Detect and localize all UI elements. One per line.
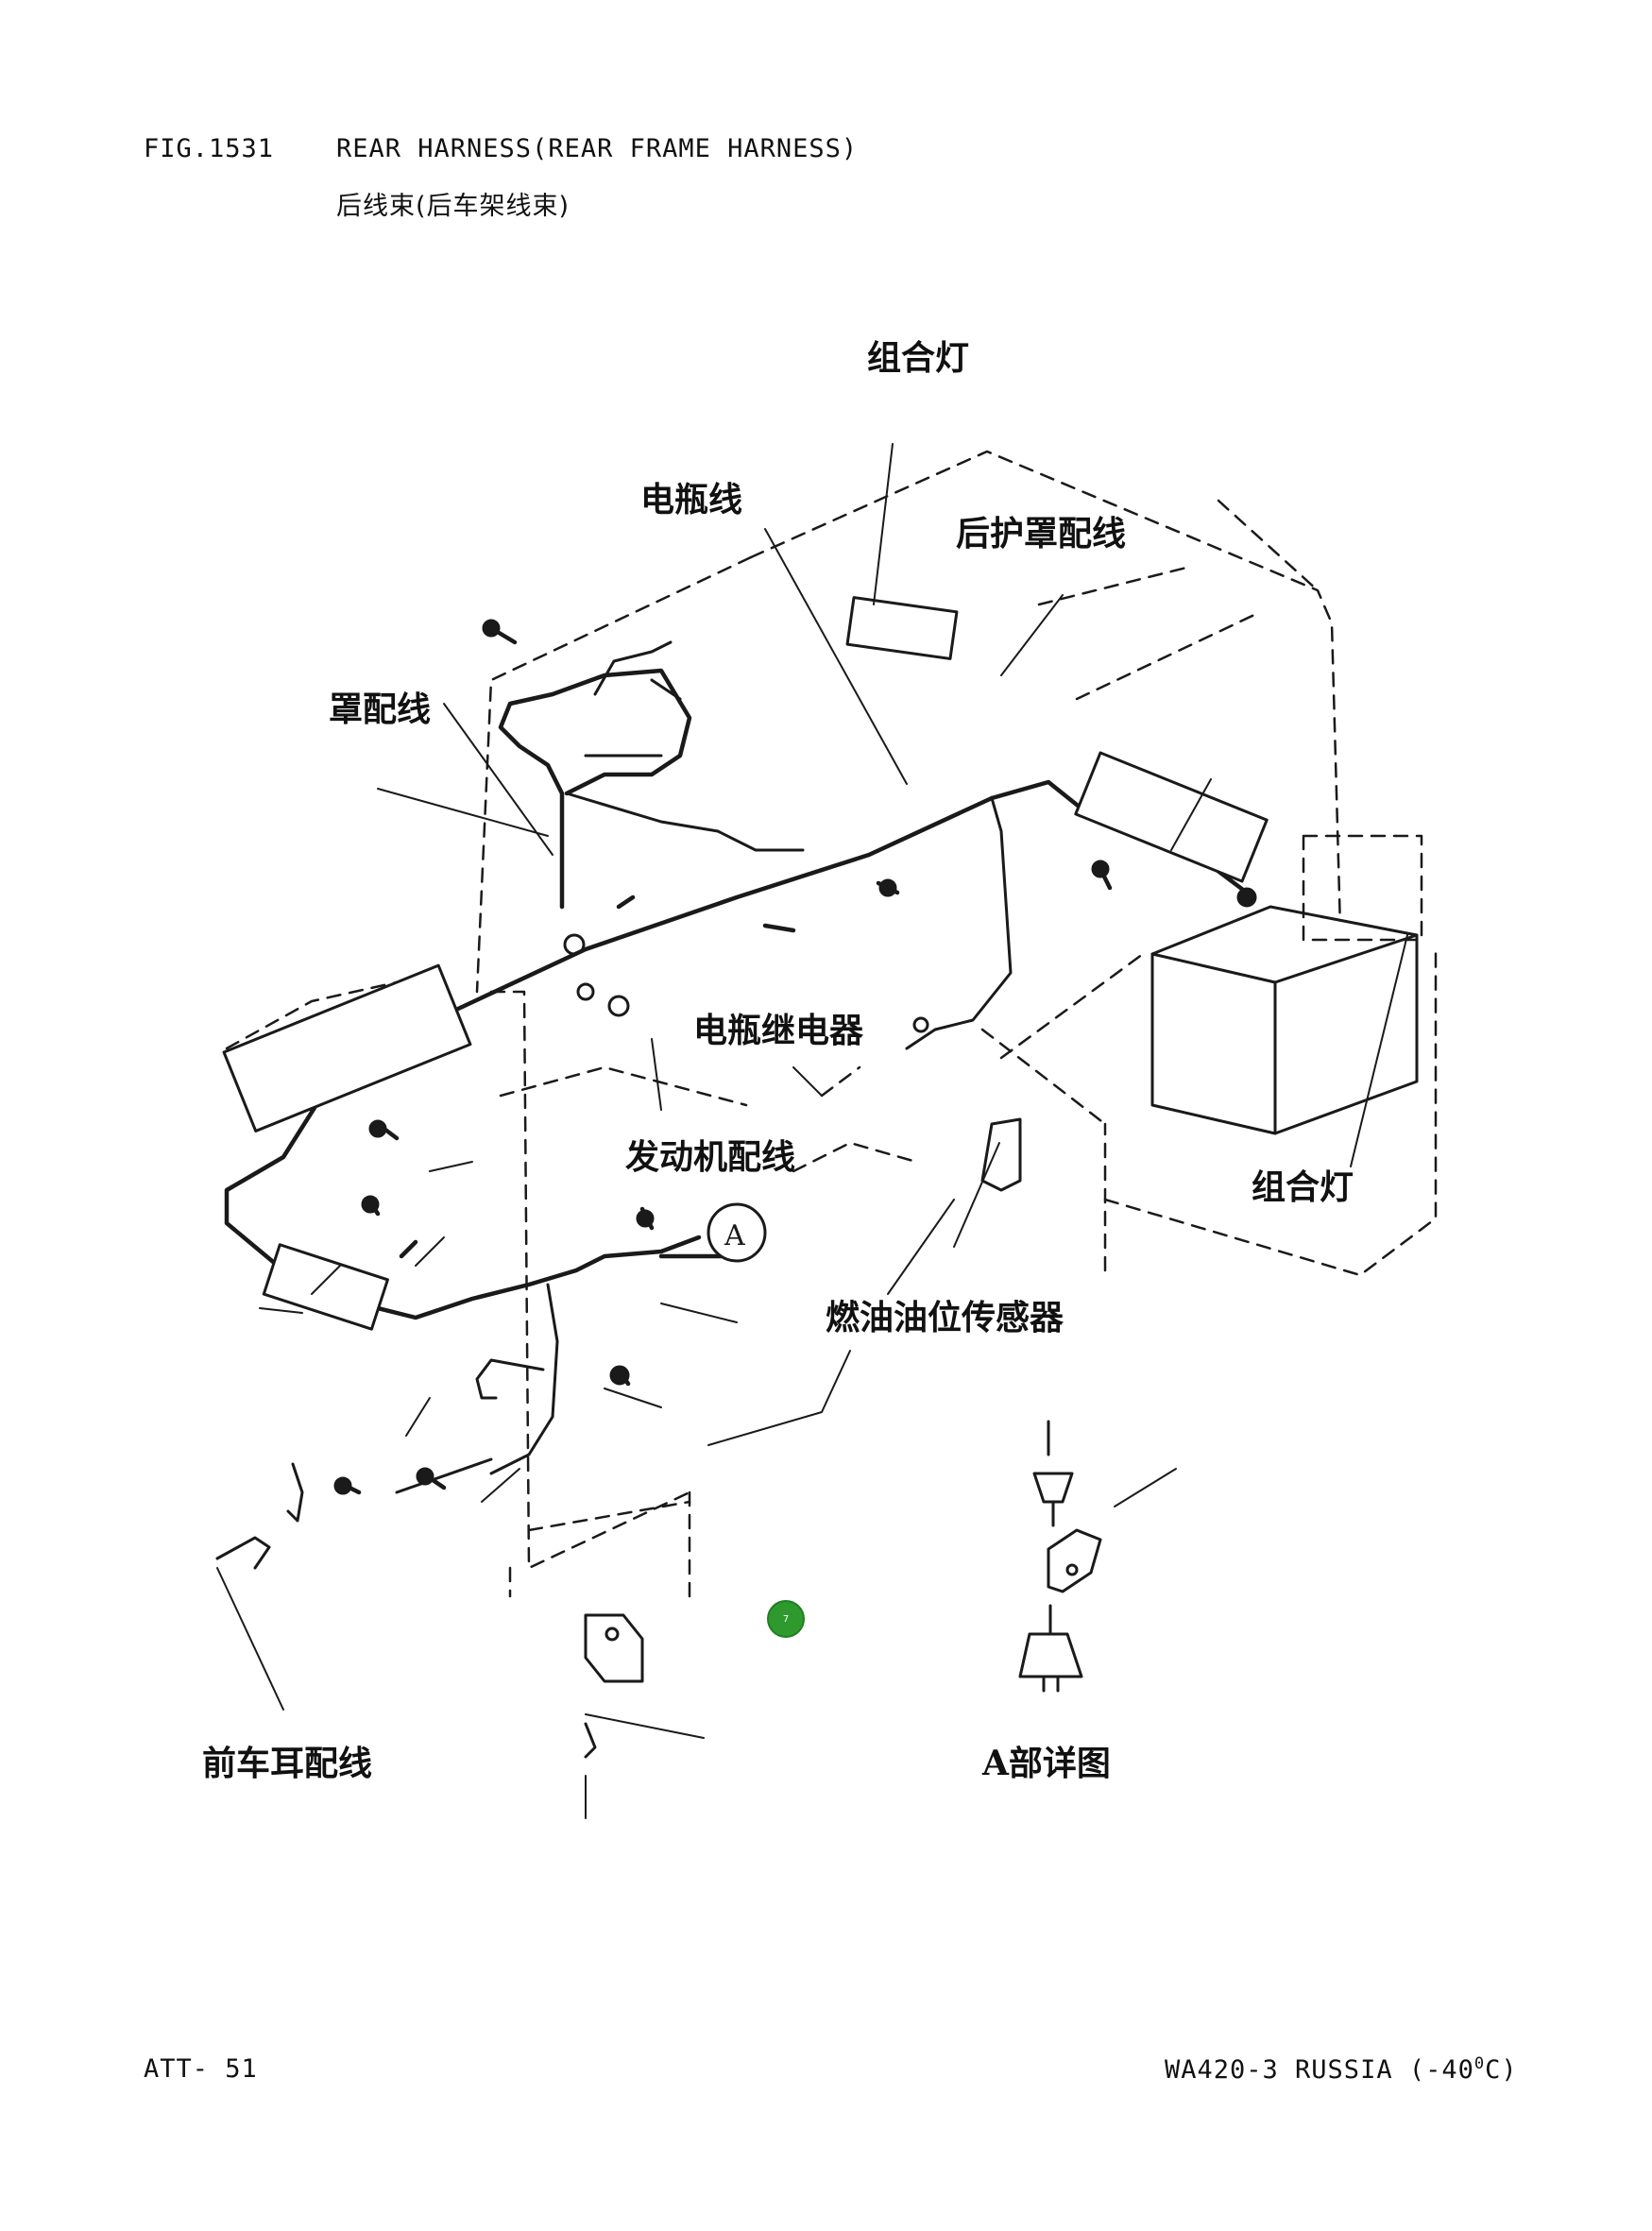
- detail-a-callout: A: [724, 1219, 745, 1252]
- footer-model-text: WA420-3 RUSSIA (-40: [1165, 2055, 1474, 2085]
- label-combination-lamp-right: 组合灯: [1252, 1167, 1354, 1207]
- figure-number: FIG.1531: [144, 134, 275, 163]
- callout-marker-label: 7: [782, 1613, 790, 1625]
- footer-model: WA420-3 RUSSIA (-400C): [1165, 2054, 1518, 2085]
- figure-title-zh: 后线束(后车架线束): [336, 192, 571, 221]
- label-fuel-level-sensor: 燃油油位传感器: [826, 1298, 1064, 1337]
- label-rear-guard-wire: 后护罩配线: [956, 514, 1127, 553]
- label-engine-wire: 发动机配线: [625, 1137, 796, 1177]
- label-detail-a: A部详图: [982, 1744, 1111, 1783]
- label-front-fender-wire: 前车耳配线: [202, 1744, 373, 1783]
- label-battery-relay: 电瓶继电器: [693, 1011, 864, 1050]
- footer-model-tail: C): [1485, 2055, 1518, 2085]
- footer-page: ATT- 51: [144, 2054, 258, 2084]
- figure-title-en: REAR HARNESS(REAR FRAME HARNESS): [336, 134, 859, 163]
- footer-model-degree: 0: [1473, 2054, 1486, 2073]
- label-battery-wire: 电瓶线: [640, 480, 743, 519]
- label-cover-wire: 罩配线: [329, 690, 432, 729]
- label-combination-lamp-top: 组合灯: [867, 338, 970, 378]
- callout-marker[interactable]: 7: [767, 1600, 805, 1638]
